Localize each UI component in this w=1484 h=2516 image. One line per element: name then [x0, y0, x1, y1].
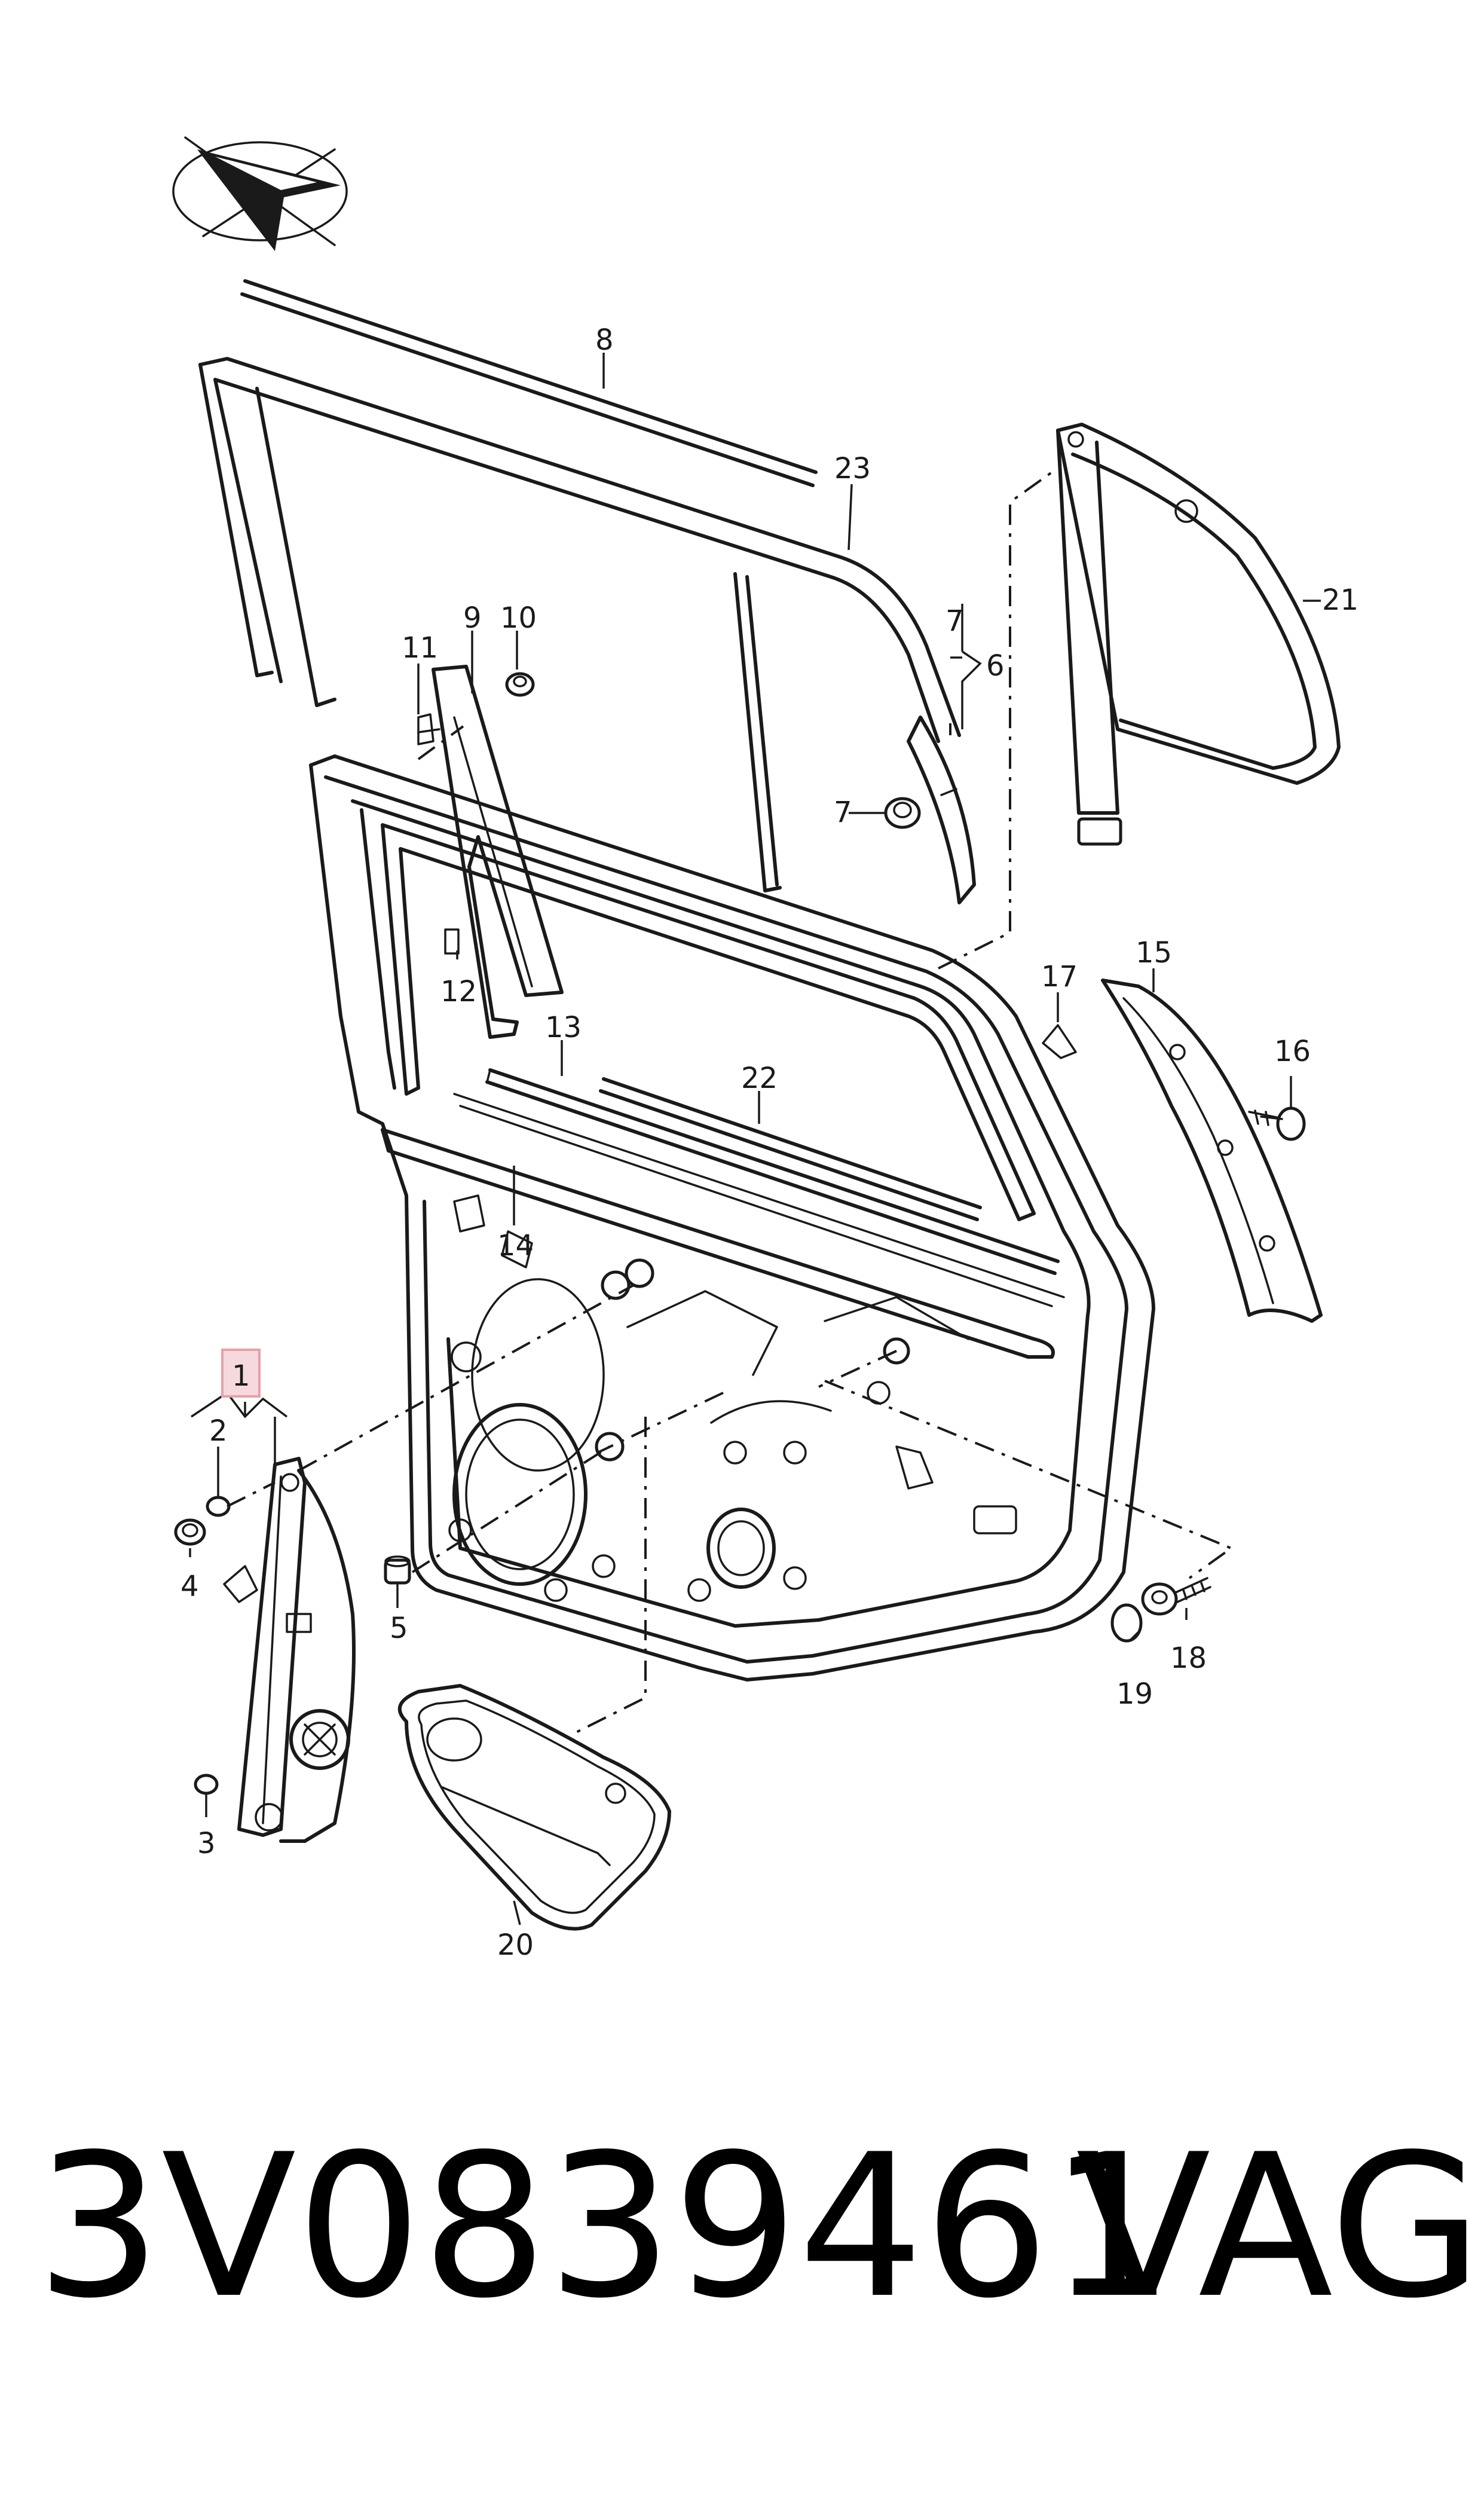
label-21: 21 [1322, 583, 1358, 617]
part-6-seal [907, 716, 976, 904]
part-20-speaker-trim [397, 1684, 671, 1931]
part-22-inner-seal-strip [599, 1077, 982, 1221]
brand-name: VAG [1076, 2112, 1483, 2341]
label-16: 16 [1274, 1035, 1311, 1068]
label-4: 4 [180, 1570, 199, 1603]
label-1: 1 [232, 1359, 250, 1393]
part-19-cap [1110, 1603, 1143, 1643]
part-18-bolt [1141, 1577, 1211, 1616]
part-7-clip [884, 797, 921, 829]
part-15-rear-trim [1101, 979, 1323, 1323]
footer: 3V0839461 VAG [0, 2128, 1484, 2439]
part-14-belt-molding [381, 1128, 1055, 1359]
label-19: 19 [1116, 1677, 1153, 1711]
part-11-clip [417, 713, 440, 745]
label-10: 10 [500, 601, 537, 635]
label-23: 23 [834, 452, 871, 485]
label-20: 20 [497, 1928, 534, 1962]
label-2: 2 [209, 1414, 228, 1448]
direction-arrow-icon [172, 136, 348, 251]
part-2-nut [206, 1496, 231, 1517]
label-11: 11 [402, 631, 438, 665]
label-17: 17 [1041, 960, 1078, 993]
label-3: 3 [197, 1827, 216, 1860]
label-7b: 7 [834, 796, 852, 829]
exploded-door-diagram: 1 2 3 4 5 6 7 7 8 9 10 11 12 13 14 15 16… [172, 136, 1358, 1962]
part-4-washer [174, 1518, 206, 1546]
label-12: 12 [440, 975, 477, 1008]
part-13-outer-seal-strip [485, 1068, 1060, 1275]
part-21-quarter-window [1056, 423, 1341, 846]
label-13: 13 [545, 1011, 582, 1044]
label-14: 14 [497, 1229, 534, 1262]
door-panel [309, 754, 1155, 1682]
part-1-window-regulator [223, 1457, 356, 1843]
label-18: 18 [1170, 1641, 1207, 1675]
leader-lines [189, 353, 1321, 1925]
part-12-clip [444, 928, 460, 955]
part-3-nut [194, 1774, 219, 1795]
label-9: 9 [463, 601, 482, 635]
part-number: 3V0839461 [36, 2112, 1175, 2341]
part-10-nut [505, 672, 535, 697]
part-8-top-strip [240, 279, 818, 487]
callout-labels: 1 2 3 4 5 6 7 7 8 9 10 11 12 13 14 15 16… [180, 323, 1358, 1962]
assembly-lines [227, 471, 1234, 1735]
part-9-pillar-trim [432, 665, 564, 1039]
part-1-highlight [221, 1349, 261, 1398]
part-23-window-frame [198, 357, 961, 892]
label-8: 8 [595, 323, 614, 357]
label-6: 6 [986, 649, 1005, 683]
part-5-stud [384, 1555, 411, 1585]
label-5: 5 [390, 1612, 408, 1645]
label-7a: 7 [946, 604, 964, 638]
part-17-clip [1042, 1024, 1077, 1059]
label-15: 15 [1136, 936, 1172, 970]
label-22: 22 [741, 1062, 778, 1095]
part-16-screw [1248, 1106, 1306, 1141]
